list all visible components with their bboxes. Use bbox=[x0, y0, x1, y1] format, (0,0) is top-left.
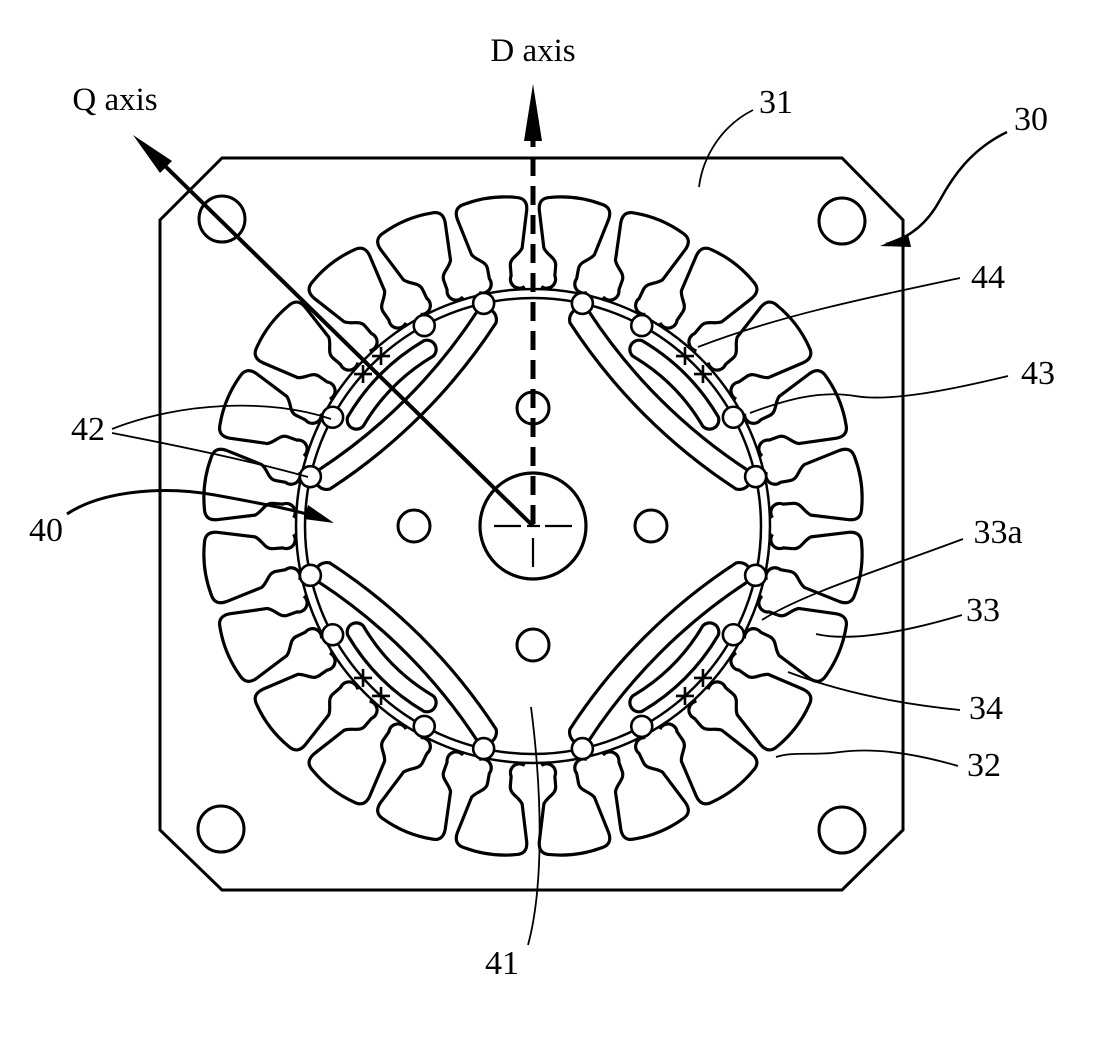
flux-barrier-outer bbox=[567, 560, 753, 746]
rotor-hole-bottom bbox=[515, 627, 551, 663]
label-32: 32 bbox=[967, 747, 1001, 784]
stator-slot bbox=[202, 530, 302, 605]
flux-barrier-outer bbox=[567, 306, 753, 492]
stator-slot bbox=[307, 246, 408, 353]
stator-slot bbox=[307, 699, 408, 806]
corner-hole-top-right bbox=[817, 196, 867, 246]
flux-barrier-inner bbox=[628, 621, 721, 714]
leader-40 bbox=[66, 489, 326, 522]
label-33: 33 bbox=[966, 592, 1000, 629]
rivet-circle bbox=[471, 291, 496, 316]
label-44: 44 bbox=[971, 259, 1005, 296]
leader-40-arrowhead bbox=[304, 505, 334, 523]
leader-32 bbox=[775, 749, 959, 767]
label-31: 31 bbox=[759, 84, 793, 121]
rivet-circle bbox=[570, 736, 595, 761]
rotor-pole-225 bbox=[298, 560, 499, 761]
stator-slot bbox=[253, 300, 360, 401]
rivet-circle bbox=[412, 313, 437, 338]
stator-slot bbox=[742, 594, 848, 683]
rivet-circle bbox=[721, 405, 746, 430]
label-d-axis: D axis bbox=[490, 33, 575, 69]
rotor-pole-315 bbox=[298, 291, 499, 492]
rotor-pole-45 bbox=[567, 291, 768, 492]
rivet-circle bbox=[320, 405, 345, 430]
leader-30-arrowhead bbox=[880, 234, 911, 247]
frame-outline bbox=[158, 156, 905, 892]
shaft-centerline-cross bbox=[494, 514, 572, 567]
label-33a: 33a bbox=[973, 514, 1022, 551]
stator-slot bbox=[253, 651, 360, 752]
stator-slot bbox=[202, 447, 302, 522]
stator-slot bbox=[218, 369, 324, 458]
rotor-pole-135 bbox=[567, 560, 768, 761]
corner-hole-bottom-right bbox=[817, 805, 867, 855]
stator-slot bbox=[764, 530, 864, 605]
flux-barrier-inner bbox=[345, 338, 438, 431]
corner-hole-bottom-left bbox=[196, 804, 246, 854]
flux-barrier-outer bbox=[313, 306, 499, 492]
leader-43 bbox=[749, 375, 1009, 414]
rotor-rim-circle bbox=[303, 296, 763, 756]
stator-slot bbox=[454, 195, 529, 295]
stator-slot bbox=[601, 735, 690, 841]
stator-slot-ring bbox=[202, 195, 864, 857]
rotor-flux-barrier-poles bbox=[298, 291, 768, 761]
stator-slot bbox=[706, 651, 813, 752]
leader-33 bbox=[815, 614, 963, 638]
flux-barrier-inner bbox=[628, 338, 721, 431]
leader-33a bbox=[761, 538, 964, 621]
stator-slot bbox=[742, 369, 848, 458]
rivet-circle bbox=[298, 464, 323, 489]
rivet-circle bbox=[320, 622, 345, 647]
rivet-circle bbox=[570, 291, 595, 316]
d-axis-arrow bbox=[524, 84, 542, 524]
stator-slot bbox=[601, 211, 690, 317]
rivet-circle bbox=[743, 464, 768, 489]
stator-slot bbox=[764, 447, 864, 522]
corner-hole-top-left bbox=[197, 194, 247, 244]
stator-slot bbox=[706, 300, 813, 401]
rivet-circle bbox=[721, 622, 746, 647]
stator-slot bbox=[658, 699, 759, 806]
label-q-axis: Q axis bbox=[72, 82, 157, 118]
rotor-hole-left bbox=[396, 508, 432, 544]
stator-slot bbox=[454, 757, 529, 857]
leader-42-lower bbox=[111, 432, 309, 478]
leader-44 bbox=[697, 277, 961, 348]
q-axis-arrow bbox=[133, 135, 535, 528]
flux-barrier-inner bbox=[345, 621, 438, 714]
leader-42-upper bbox=[111, 404, 332, 430]
stator-slot bbox=[376, 735, 465, 841]
leader-31 bbox=[698, 109, 754, 188]
d-axis-arrowhead bbox=[524, 84, 542, 141]
stator-slot bbox=[537, 195, 612, 295]
stator-slot bbox=[537, 757, 612, 857]
label-42: 42 bbox=[71, 411, 105, 448]
label-43: 43 bbox=[1021, 355, 1055, 392]
rivet-circle bbox=[629, 313, 654, 338]
leader-34 bbox=[787, 671, 961, 711]
stator-slot bbox=[376, 211, 465, 317]
label-40: 40 bbox=[29, 512, 63, 549]
q-axis-line bbox=[161, 162, 535, 528]
q-axis-arrowhead bbox=[133, 135, 172, 173]
label-41: 41 bbox=[485, 945, 519, 982]
rivet-circle bbox=[743, 563, 768, 588]
rivet-circle bbox=[412, 714, 437, 739]
stator-slot bbox=[218, 594, 324, 683]
rivet-circle bbox=[471, 736, 496, 761]
polarity-marks bbox=[354, 347, 712, 705]
rotor-hole-right bbox=[633, 508, 669, 544]
label-34: 34 bbox=[969, 690, 1003, 727]
rivet-circle bbox=[629, 714, 654, 739]
leader-41 bbox=[527, 706, 541, 946]
flux-barrier-outer bbox=[313, 560, 499, 746]
rivet-circle bbox=[298, 563, 323, 588]
label-30: 30 bbox=[1014, 101, 1048, 138]
stator-slot bbox=[658, 246, 759, 353]
